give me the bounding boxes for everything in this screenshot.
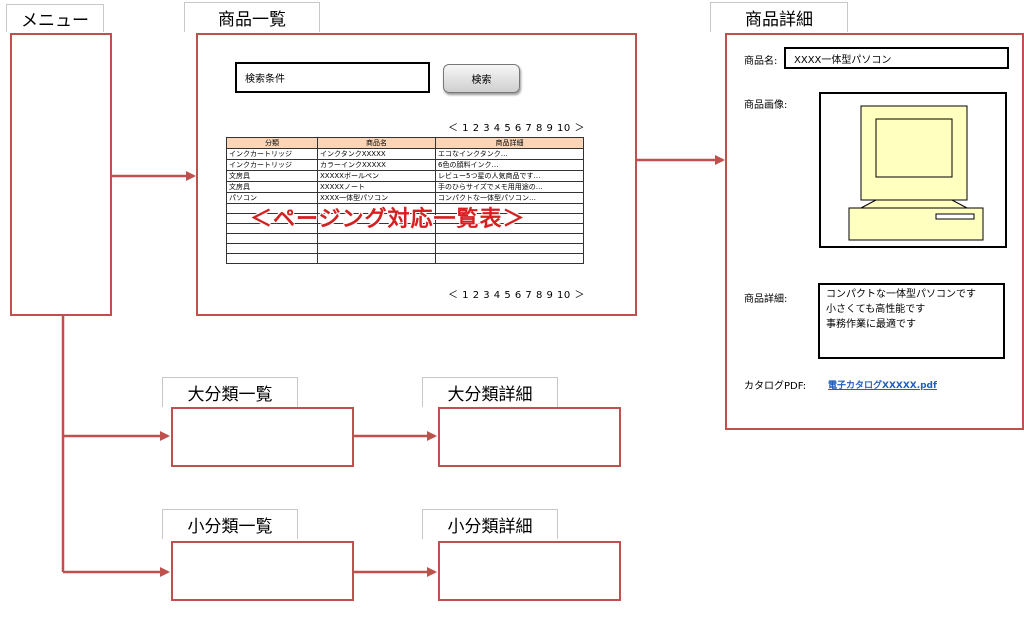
table-cell: 文房具 [226,181,318,193]
table-cell: XXXXXボールペン [317,170,436,182]
catalog-pdf-label: カタログPDF: [744,381,807,392]
product-list-title: 商品一覧 [218,10,286,30]
large-category-list-title-tab: 大分類一覧 [162,377,298,407]
table-cell: エコなインクタンク… [435,148,584,160]
large-category-list-title: 大分類一覧 [187,385,273,405]
large-category-detail-title-tab: 大分類詳細 [422,377,558,407]
product-detail-textbox: コンパクトな一体型パソコンです 小さくても高性能です 事務作業に最適です [818,283,1005,359]
table-cell: インクタンクXXXXX [317,148,436,160]
monitor-screen [875,118,953,178]
table-cell: コンパクトな一体型パソコン… [435,192,584,204]
large-category-detail-screen[interactable] [438,407,621,467]
table-row[interactable] [226,203,584,214]
product-list-title-tab: 商品一覧 [184,2,320,32]
table-header-name: 商品名 [317,137,436,149]
product-name-field[interactable]: XXXX一体型パソコン [784,47,1009,69]
detail-line-1: コンパクトな一体型パソコンです [826,289,976,300]
table-cell: インクカートリッジ [226,148,318,160]
small-category-detail-title-tab: 小分類詳細 [422,509,558,539]
table-cell: 6色の顔料インク… [435,159,584,171]
small-category-detail-title: 小分類詳細 [447,517,533,537]
small-category-detail-screen[interactable] [438,541,621,601]
small-category-list-title-tab: 小分類一覧 [162,509,298,539]
computer-base [848,207,984,241]
computer-image [848,105,984,241]
table-cell [226,233,318,244]
menu-title: メニュー [21,11,89,31]
search-button-label: 検索 [471,75,492,86]
table-header-row: 分類 商品名 商品詳細 [226,137,584,149]
large-category-list-screen[interactable] [171,407,354,467]
detail-line-3: 事務作業に最適です [826,319,916,330]
small-category-list-screen[interactable] [171,541,354,601]
table-row[interactable] [226,223,584,234]
table-cell: レビュー5つ星の人気商品です… [435,170,584,182]
table-row[interactable] [226,213,584,224]
product-name-label: 商品名: [744,56,778,67]
table-row[interactable] [226,253,584,264]
table-cell [226,243,318,254]
table-row[interactable] [226,233,584,244]
table-cell [435,223,584,234]
table-cell: XXXXXノート [317,181,436,193]
menu-screen[interactable] [10,33,112,316]
catalog-pdf-link[interactable]: 電子カタログXXXXX.pdf [828,381,937,391]
table-cell [435,203,584,214]
table-cell: カラーインクXXXXX [317,159,436,171]
pager-top[interactable]: ＜ 1 2 3 4 5 6 7 8 9 10 ＞ [448,119,585,134]
table-header-detail: 商品詳細 [435,137,584,149]
table-cell: 文房具 [226,170,318,182]
table-cell [317,233,436,244]
table-cell [435,233,584,244]
drive-slot [935,213,975,220]
search-condition-input[interactable]: 検索条件 [235,62,430,93]
search-condition-text: 検索条件 [245,74,285,85]
pager-top-text: ＜ 1 2 3 4 5 6 7 8 9 10 ＞ [448,123,585,134]
monitor-stand [860,199,968,209]
detail-line-2: 小さくても高性能です [826,304,926,315]
pager-bottom-text: ＜ 1 2 3 4 5 6 7 8 9 10 ＞ [448,290,585,301]
paging-table-annotation-text: ＜ページング対応一覧表＞ [250,207,526,232]
product-image-frame [819,92,1007,248]
small-category-list-title: 小分類一覧 [187,517,273,537]
search-button[interactable]: 検索 [443,64,520,93]
table-header-category: 分類 [226,137,318,149]
menu-title-tab: メニュー [6,4,104,32]
product-image-label: 商品画像: [744,100,788,111]
large-category-detail-title: 大分類詳細 [447,385,533,405]
table-cell [435,253,584,264]
table-cell [435,243,584,254]
table-cell: 手のひらサイズでメモ用用途の… [435,181,584,193]
table-cell: インクカートリッジ [226,159,318,171]
pager-bottom[interactable]: ＜ 1 2 3 4 5 6 7 8 9 10 ＞ [448,286,585,301]
paging-table-annotation: ＜ページング対応一覧表＞ [250,201,526,233]
product-detail-title-tab: 商品詳細 [710,2,848,32]
product-detail-title: 商品詳細 [745,10,813,30]
product-detail-label: 商品詳細: [744,294,788,305]
table-row[interactable] [226,243,584,254]
product-name-value: XXXX一体型パソコン [794,54,892,66]
table-cell [435,213,584,224]
table-cell [226,253,318,264]
table-cell [317,243,436,254]
table-cell [317,253,436,264]
